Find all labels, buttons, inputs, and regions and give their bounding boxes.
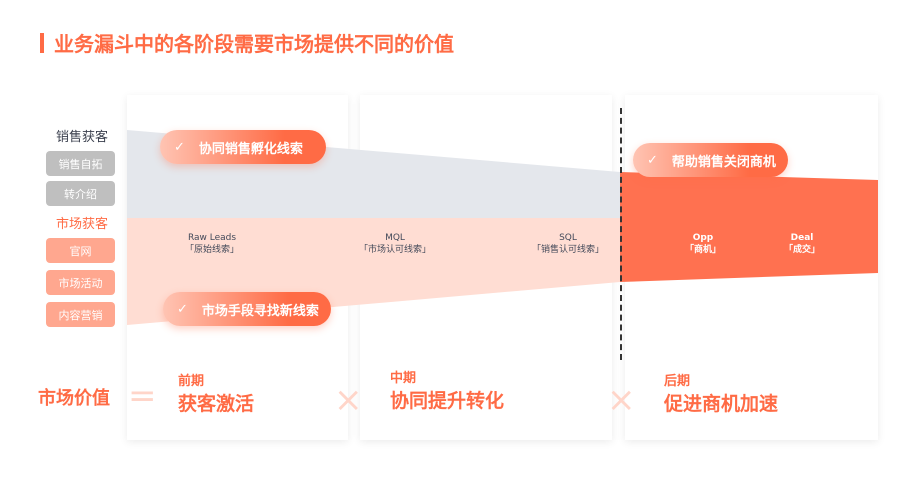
phase-label: 中期 — [390, 371, 417, 386]
stage-en: Deal — [790, 233, 814, 243]
tag-referral: 转介绍 — [46, 181, 115, 206]
pill-new-leads: ✓ 市场手段寻找新线索 — [163, 292, 331, 326]
stage-cn: 「市场认可线索」 — [358, 245, 431, 255]
pill-label: 帮助销售关闭商机 — [671, 154, 776, 170]
stage-en: SQL — [559, 233, 577, 243]
market-value-label: 市场价值 — [38, 388, 110, 409]
stage-mql: MQL 「市场认可线索」 — [355, 232, 435, 256]
sales-group-label: 销售获客 — [55, 130, 108, 145]
title-bar — [40, 32, 44, 53]
pill-label: 市场手段寻找新线索 — [201, 303, 319, 319]
pill-nurture: ✓ 协同销售孵化线索 — [160, 130, 326, 164]
page-title: 业务漏斗中的各阶段需要市场提供不同的价值 — [40, 28, 454, 57]
phase-value: 获客激活 — [178, 393, 255, 415]
pill-label: 协同销售孵化线索 — [198, 141, 303, 157]
check-icon: ✓ — [177, 301, 188, 317]
check-icon: ✓ — [647, 152, 658, 168]
phase-label: 前期 — [178, 374, 205, 389]
stage-opp: Opp 「商机」 — [673, 232, 733, 256]
phase-early: 前期获客激活 — [178, 370, 254, 416]
market-group-label: 市场获客 — [55, 217, 108, 232]
opportunity-band — [620, 172, 878, 282]
tag-content: 内容营销 — [46, 302, 115, 327]
phase-label: 后期 — [664, 374, 691, 389]
stage-sql: SQL 「销售认可线索」 — [523, 232, 613, 256]
stage-cn: 「商机」 — [684, 245, 721, 255]
times-icon: × — [334, 380, 363, 420]
phase-mid: 中期协同提升转化 — [390, 367, 504, 413]
equals-icon: = — [128, 376, 157, 416]
tag-events: 市场活动 — [46, 270, 115, 295]
stage-deal: Deal 「成交」 — [772, 232, 832, 256]
pill-close-deals: ✓ 帮助销售关闭商机 — [633, 143, 788, 177]
title-text: 业务漏斗中的各阶段需要市场提供不同的价值 — [54, 32, 454, 56]
tag-website: 官网 — [46, 238, 115, 263]
stage-raw-leads: Raw Leads 「原始线索」 — [172, 232, 252, 256]
times-icon: × — [607, 380, 636, 420]
stage-en: Opp — [692, 233, 714, 243]
divider-dashed-line — [620, 108, 622, 360]
stage-en: Raw Leads — [187, 233, 237, 243]
stage-cn: 「成交」 — [783, 245, 820, 255]
phase-value: 协同提升转化 — [390, 390, 505, 412]
stage-cn: 「原始线索」 — [184, 245, 239, 255]
tag-sales-self: 销售自拓 — [46, 151, 115, 176]
stage-en: MQL — [385, 233, 405, 243]
stage-cn: 「销售认可线索」 — [531, 245, 604, 255]
check-icon: ✓ — [174, 139, 185, 155]
phase-late: 后期促进商机加速 — [664, 370, 778, 416]
phase-value: 促进商机加速 — [664, 393, 779, 415]
